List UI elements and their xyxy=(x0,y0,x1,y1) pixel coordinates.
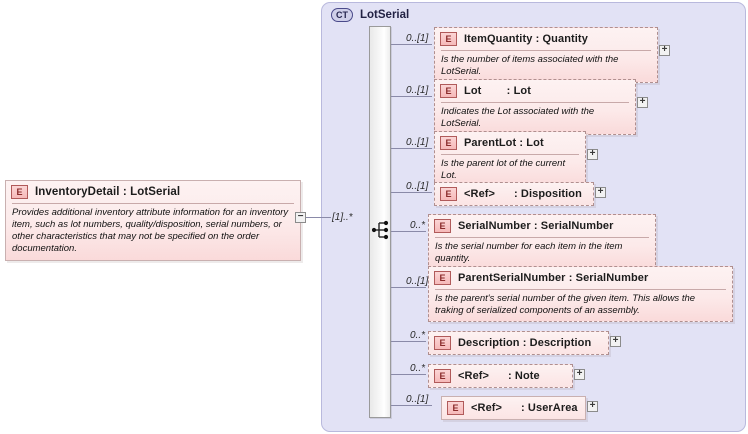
cardinality-child-6: 0..* xyxy=(410,330,426,341)
expand-toggle-note-ref[interactable]: + xyxy=(574,367,585,380)
element-description: Is the parent lot of the current Lot. xyxy=(441,158,566,182)
element-description: Is the parent's serial number of the giv… xyxy=(435,293,696,317)
toggle-glyph: + xyxy=(661,43,668,55)
element-description: Is the number of items associated with t… xyxy=(441,54,619,78)
sequence-icon xyxy=(371,220,389,240)
element-name: SerialNumber : SerialNumber xyxy=(458,220,614,232)
ct-badge-icon: CT xyxy=(331,8,353,22)
element-box-lot[interactable]: E Lot : Lot Indicates the Lot associated… xyxy=(434,79,636,136)
connector-root-to-container xyxy=(306,217,331,218)
element-box-parentserialnumber[interactable]: E ParentSerialNumber : SerialNumber Is t… xyxy=(428,266,733,323)
expand-toggle-userarea-ref[interactable]: + xyxy=(587,399,598,412)
element-name: <Ref> : Note xyxy=(458,370,540,382)
element-box-disposition-ref[interactable]: E <Ref> : Disposition xyxy=(434,182,594,206)
expand-toggle-lot[interactable]: + xyxy=(637,95,648,108)
element-box-userarea-ref[interactable]: E <Ref> : UserArea xyxy=(441,396,586,420)
cardinality-child-5: 0..[1] xyxy=(406,276,429,287)
element-box-description[interactable]: E Description : Description xyxy=(428,331,609,355)
root-toggle-glyph: − xyxy=(297,210,304,222)
sequence-compositor-bar[interactable] xyxy=(369,26,391,418)
expand-toggle-parentlot[interactable]: + xyxy=(587,147,598,160)
element-header: E ItemQuantity : Quantity xyxy=(435,28,657,50)
connector-child-0 xyxy=(391,44,432,45)
cardinality-child-2: 0..[1] xyxy=(406,137,429,148)
connector-child-6 xyxy=(391,341,426,342)
connector-child-3 xyxy=(391,192,432,193)
root-element-header: E InventoryDetail : LotSerial xyxy=(6,181,300,203)
divider xyxy=(441,154,579,155)
element-header: E Description : Description xyxy=(429,332,608,354)
toggle-glyph: + xyxy=(639,95,646,107)
cardinality-child-8: 0..[1] xyxy=(406,394,429,405)
divider xyxy=(441,102,629,103)
element-description: Indicates the Lot associated with the Lo… xyxy=(441,106,595,130)
element-name: Lot : Lot xyxy=(464,85,531,97)
root-element-box[interactable]: E InventoryDetail : LotSerial Provides a… xyxy=(5,180,301,261)
element-box-serialnumber[interactable]: E SerialNumber : SerialNumber Is the ser… xyxy=(428,214,656,271)
connector-child-4 xyxy=(391,231,426,232)
element-box-parentlot[interactable]: E ParentLot : Lot Is the parent lot of t… xyxy=(434,131,586,188)
expand-toggle-disposition-ref[interactable]: + xyxy=(595,185,606,198)
element-badge-icon: E xyxy=(440,32,457,46)
element-box-itemquantity[interactable]: E ItemQuantity : Quantity Is the number … xyxy=(434,27,658,84)
toggle-glyph: + xyxy=(576,367,583,379)
complex-type-header: CT LotSerial xyxy=(331,8,409,22)
element-name: ParentLot : Lot xyxy=(464,137,544,149)
element-badge-icon: E xyxy=(434,336,451,350)
element-badge-icon: E xyxy=(440,187,457,201)
cardinality-child-0: 0..[1] xyxy=(406,33,429,44)
cardinality-child-3: 0..[1] xyxy=(406,181,429,192)
element-name: ParentSerialNumber : SerialNumber xyxy=(458,272,649,284)
toggle-glyph: + xyxy=(589,147,596,159)
root-element-description: Provides additional inventory attribute … xyxy=(12,207,289,255)
element-header: E <Ref> : Note xyxy=(429,365,572,387)
connector-child-2 xyxy=(391,148,432,149)
element-header: E SerialNumber : SerialNumber xyxy=(429,215,655,237)
element-description: Is the serial number for each item in th… xyxy=(435,241,623,265)
divider xyxy=(441,50,651,51)
element-header: E ParentSerialNumber : SerialNumber xyxy=(429,267,732,289)
element-name: <Ref> : UserArea xyxy=(471,402,578,414)
divider xyxy=(435,289,726,290)
element-badge-icon: E xyxy=(434,271,451,285)
divider xyxy=(435,237,649,238)
cardinality-child-1: 0..[1] xyxy=(406,85,429,96)
element-badge-icon: E xyxy=(440,136,457,150)
root-element-name: InventoryDetail : LotSerial xyxy=(35,186,181,198)
compositor-cardinality-label: [1]..* xyxy=(332,212,353,223)
element-name: ItemQuantity : Quantity xyxy=(464,33,588,45)
element-box-note-ref[interactable]: E <Ref> : Note xyxy=(428,364,573,388)
element-name: Description : Description xyxy=(458,337,592,349)
connector-child-1 xyxy=(391,96,432,97)
element-header: E <Ref> : UserArea xyxy=(442,397,585,419)
root-collapse-toggle[interactable]: − xyxy=(295,210,306,223)
toggle-glyph: + xyxy=(612,334,619,346)
element-header: E ParentLot : Lot xyxy=(435,132,585,154)
divider xyxy=(12,203,294,204)
connector-child-8 xyxy=(391,405,432,406)
element-header: E Lot : Lot xyxy=(435,80,635,102)
toggle-glyph: + xyxy=(589,399,596,411)
connector-child-5 xyxy=(391,287,426,288)
cardinality-child-7: 0..* xyxy=(410,363,426,374)
element-badge-icon: E xyxy=(447,401,464,415)
connector-child-7 xyxy=(391,374,426,375)
expand-toggle-itemquantity[interactable]: + xyxy=(659,43,670,56)
expand-toggle-description[interactable]: + xyxy=(610,334,621,347)
toggle-glyph: + xyxy=(597,185,604,197)
element-badge-icon: E xyxy=(434,219,451,233)
element-badge-icon: E xyxy=(434,369,451,383)
cardinality-child-4: 0..* xyxy=(410,220,426,231)
element-badge-icon: E xyxy=(11,185,28,199)
complex-type-title: LotSerial xyxy=(360,9,410,21)
element-name: <Ref> : Disposition xyxy=(464,188,582,200)
element-header: E <Ref> : Disposition xyxy=(435,183,593,205)
element-badge-icon: E xyxy=(440,84,457,98)
